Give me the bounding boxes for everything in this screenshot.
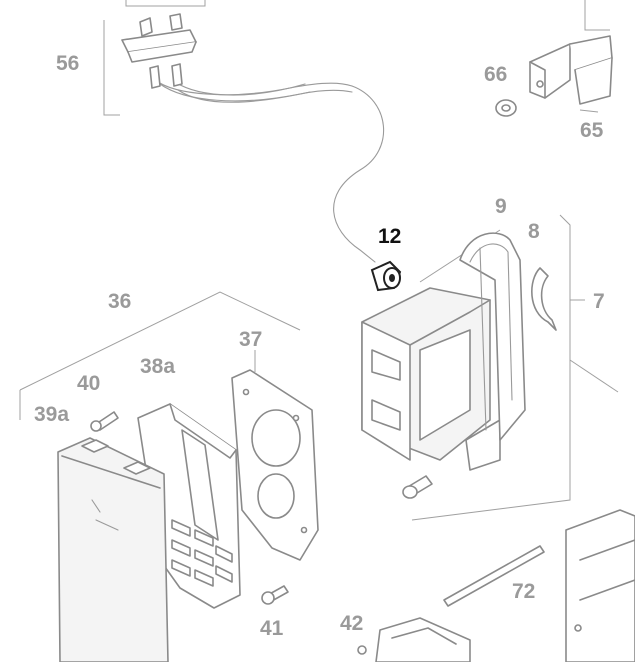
part-37-plate[interactable] xyxy=(231,350,319,561)
callout-72: 72 xyxy=(512,580,535,603)
callout-56: 56 xyxy=(56,52,79,75)
callout-66: 66 xyxy=(484,63,507,86)
callout-42: 42 xyxy=(340,612,363,635)
callout-9: 9 xyxy=(495,195,507,218)
part-66-washer[interactable] xyxy=(495,99,517,117)
callout-37: 37 xyxy=(239,328,262,351)
callout-labels: 56 66 65 9 12 8 7 36 37 38a 40 39a 41 72… xyxy=(34,52,605,640)
callout-12: 12 xyxy=(378,225,401,248)
callout-38a: 38a xyxy=(140,355,175,378)
callout-7: 7 xyxy=(593,290,605,313)
lower-right-assembly[interactable] xyxy=(565,509,635,662)
bezel-vent-slots xyxy=(171,519,233,587)
callout-36: 36 xyxy=(108,290,131,313)
part-12-fitting[interactable] xyxy=(370,260,402,292)
part-72-rod[interactable] xyxy=(443,545,545,607)
part-41-screw[interactable] xyxy=(261,585,289,605)
part-9-gasket[interactable] xyxy=(459,232,526,441)
part-40-screw[interactable] xyxy=(90,411,119,432)
part-56-wire-bracket[interactable] xyxy=(103,0,384,263)
part-7-housing-group[interactable] xyxy=(361,214,619,521)
callout-65: 65 xyxy=(580,119,604,142)
part-36-outline xyxy=(19,291,301,420)
callout-39a: 39a xyxy=(34,403,69,426)
part-42-tray[interactable] xyxy=(357,617,471,662)
callout-8: 8 xyxy=(528,220,540,243)
housing-screw[interactable] xyxy=(402,475,433,499)
callout-41: 41 xyxy=(260,617,284,640)
part-65-clip[interactable] xyxy=(529,0,613,113)
part-39a-cover[interactable] xyxy=(57,437,169,662)
callout-40: 40 xyxy=(77,372,100,395)
part-8-clip[interactable] xyxy=(531,267,557,331)
